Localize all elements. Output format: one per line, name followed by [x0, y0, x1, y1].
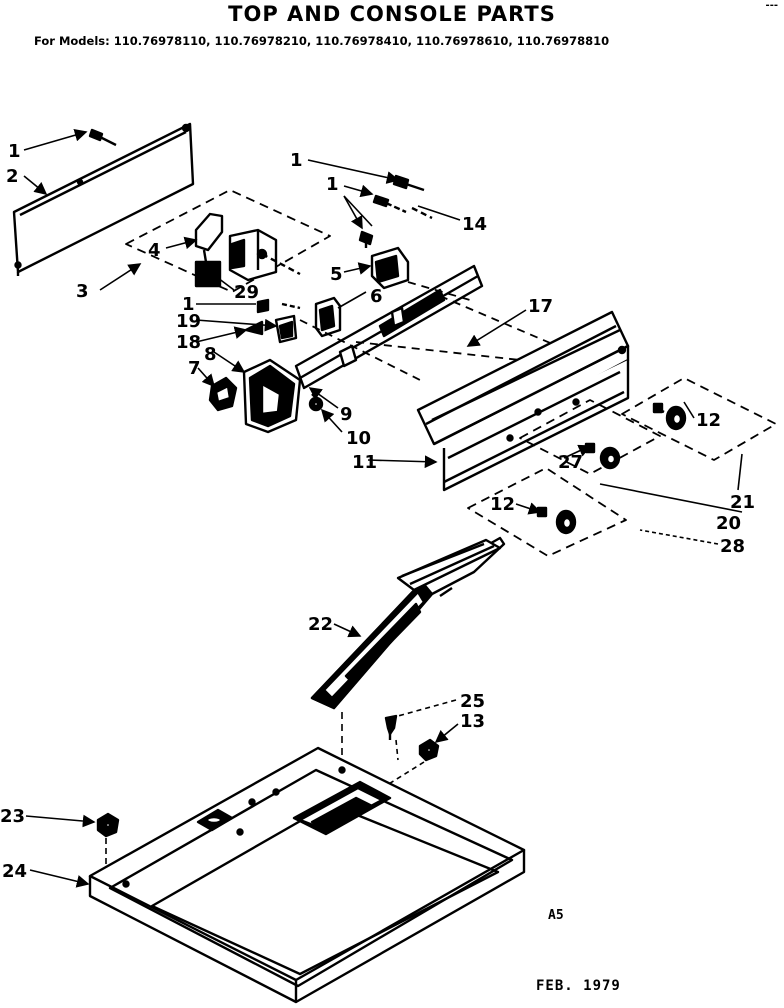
switch-6 — [314, 296, 342, 338]
callout-20: 20 — [716, 513, 741, 534]
callout-6: 6 — [370, 286, 383, 307]
console-bracket — [294, 264, 484, 390]
leader-lines — [23, 128, 743, 888]
knob-12b — [536, 506, 577, 535]
switch-5 — [370, 246, 410, 290]
callout-13: 13 — [460, 711, 485, 732]
callout-17: 17 — [528, 296, 553, 317]
callout-12a: 12 — [696, 410, 721, 431]
callout-21: 21 — [730, 492, 755, 513]
nut-23 — [96, 812, 120, 866]
callout-28: 28 — [720, 536, 745, 557]
callout-25: 25 — [460, 691, 485, 712]
callout-29: 29 — [234, 282, 259, 303]
callout-10: 10 — [346, 428, 371, 449]
knob-12a — [652, 402, 687, 431]
motor-block — [228, 228, 301, 282]
callout-labels: 1 2 3 1 1 14 4 29 5 6 1 19 18 8 7 17 9 1… — [0, 141, 755, 882]
callout-23: 23 — [0, 806, 25, 827]
knob-outline-20 — [519, 399, 661, 475]
small-parts-19-18 — [244, 298, 301, 344]
knob-27 — [584, 442, 621, 470]
callout-22: 22 — [308, 614, 333, 635]
callout-9: 9 — [340, 404, 353, 425]
callout-1d: 1 — [182, 294, 195, 315]
screws-upper — [358, 174, 433, 248]
screw-25 — [384, 714, 398, 740]
callout-18: 18 — [176, 332, 201, 353]
models-line: For Models: 110.76978110, 110.76978210, … — [34, 34, 610, 48]
console-panel — [416, 310, 630, 492]
lint-door-22 — [310, 536, 506, 710]
callout-1b: 1 — [290, 150, 303, 171]
callout-14: 14 — [462, 214, 487, 235]
callout-8: 8 — [204, 344, 217, 365]
callout-19: 19 — [176, 311, 201, 332]
callout-12b: 12 — [490, 494, 515, 515]
callout-1a: 1 — [8, 141, 21, 162]
page-title: TOP AND CONSOLE PARTS — [228, 2, 556, 26]
callout-2: 2 — [6, 166, 19, 187]
diagram-code: A5 — [548, 908, 564, 923]
callout-24: 24 — [2, 861, 27, 882]
callout-11: 11 — [352, 452, 377, 473]
corner-mark: --- — [765, 0, 778, 11]
callout-1c: 1 — [326, 174, 339, 195]
knob-outline-28 — [467, 467, 627, 557]
rear-panel — [12, 122, 195, 276]
diagram-date: FEB. 1979 — [536, 978, 621, 994]
timer-assembly — [194, 212, 224, 288]
nut-13 — [418, 738, 440, 762]
callout-5: 5 — [330, 264, 343, 285]
callout-7: 7 — [188, 358, 201, 379]
callout-4: 4 — [148, 240, 161, 261]
screw-1a — [88, 128, 117, 147]
top-panel-24 — [88, 746, 526, 1004]
callout-27: 27 — [558, 452, 583, 473]
bulb-7 — [208, 376, 238, 412]
connector-lines — [299, 281, 591, 381]
screw-10 — [308, 393, 324, 412]
lens-8 — [242, 358, 302, 434]
knob-outline-21 — [621, 377, 777, 461]
callout-3: 3 — [76, 281, 89, 302]
